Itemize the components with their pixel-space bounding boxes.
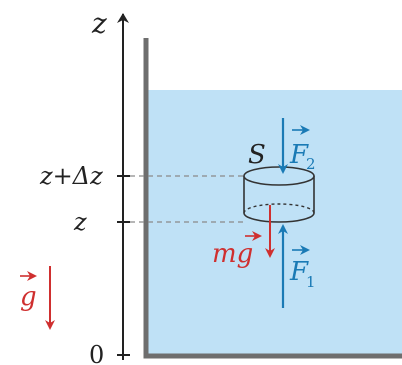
- container-wall: [143, 38, 402, 359]
- svg-text:g: g: [20, 282, 37, 312]
- weight-label: mg: [212, 231, 262, 269]
- tick-label-zero: 0: [89, 341, 104, 365]
- svg-text:F: F: [289, 257, 309, 287]
- force-f1-label: F 1: [289, 245, 316, 291]
- gravity-vector: g: [20, 266, 55, 330]
- z-axis-label: z: [91, 7, 107, 40]
- tick-label-z: z: [73, 208, 87, 236]
- svg-text:2: 2: [306, 155, 316, 173]
- tick-label-z-plus-dz: z+Δz: [39, 162, 103, 190]
- svg-text:mg: mg: [212, 239, 253, 269]
- svg-text:F: F: [289, 140, 309, 170]
- svg-text:1: 1: [306, 273, 316, 291]
- force-f2-label: F 2: [289, 125, 316, 173]
- area-label: S: [248, 140, 266, 170]
